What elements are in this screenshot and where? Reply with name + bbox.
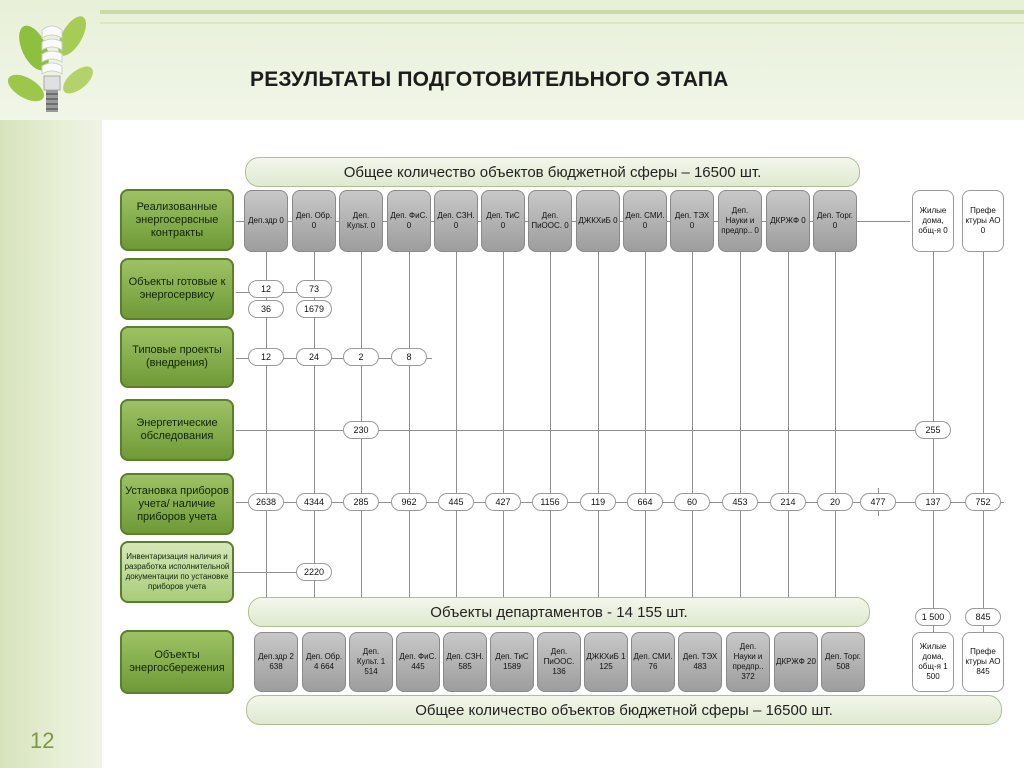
bottom-dept-7: ДЖКХиБ 1 125	[584, 632, 628, 692]
audit-0: 230	[343, 421, 379, 439]
dept-line-11	[788, 250, 789, 600]
meter-4: 445	[438, 493, 474, 511]
bottom-dept-5: Деп. ТиС 1589	[490, 632, 534, 692]
top-dept-11: ДКРЖФ 0	[766, 190, 810, 252]
row-label-2: Типовые проекты (внедрения)	[120, 326, 234, 388]
meter-0: 2638	[248, 493, 284, 511]
dept-line-1	[314, 250, 315, 600]
energy-bulb-icon	[8, 16, 93, 112]
bottom-dept-3: Деп. ФиС. 445	[396, 632, 440, 692]
bottom-dept-10: Деп. Науки и предпр.. 372	[726, 632, 770, 692]
top-dept-7: ДЖКХиБ 0	[576, 190, 620, 252]
bottom-dept-8: Деп. СМИ. 76	[631, 632, 675, 692]
audit-1: 255	[915, 421, 951, 439]
bottom-dept-2: Деп. Культ. 1 514	[349, 632, 393, 692]
meter-1: 4344	[296, 493, 332, 511]
bottom-dept-11: ДКРЖФ 20	[774, 632, 818, 692]
meter-13: 477	[860, 493, 896, 511]
top-dept-1: Деп. Обр. 0	[292, 190, 336, 252]
header-line	[100, 10, 1024, 14]
typical-0: 12	[248, 348, 284, 366]
right-mid-1: 845	[965, 608, 1001, 626]
bottom-bar: Общее количество объектов бюджетной сфер…	[246, 695, 1002, 725]
bottom-dept-12: Деп. Торг. 508	[821, 632, 865, 692]
dept-line-4	[456, 250, 457, 600]
bottom-dept-9: Деп. ТЭХ 483	[678, 632, 722, 692]
row-label-0: Реализованные энергосервсные контракты	[120, 189, 234, 251]
top-dept-0: Деп.здр 0	[244, 190, 288, 252]
top-dept-6: Деп. ПиООС. 0	[528, 190, 572, 252]
right-line-0	[933, 252, 934, 632]
meter-5: 427	[485, 493, 521, 511]
dept-line-8	[645, 250, 646, 600]
ready-b-0: 36	[248, 300, 284, 318]
top-dept-12: Деп. Торг. 0	[813, 190, 857, 252]
dept-line-7	[598, 250, 599, 600]
left-decor-band	[0, 0, 100, 768]
dept-line-0	[266, 250, 267, 600]
bottom-dept-4: Деп. СЗН. 585	[443, 632, 487, 692]
middle-bar: Объекты департаментов - 14 155 шт.	[248, 597, 870, 627]
bottom-right-0: Жилые дома, общ-я 1 500	[912, 632, 954, 692]
bottom-dept-6: Деп. ПиООС. 136	[537, 632, 581, 692]
typical-1: 24	[296, 348, 332, 366]
dept-line-5	[503, 250, 504, 600]
bottom-right-1: Префе ктуры АО 845	[962, 632, 1004, 692]
typical-3: 8	[391, 348, 427, 366]
top-right-connector	[858, 221, 910, 222]
top-dept-10: Деп. Науки и предпр.. 0	[718, 190, 762, 252]
meter-9: 60	[674, 493, 710, 511]
row-label-1: Объекты готовые к энергосервису	[120, 258, 234, 320]
dept-line-12	[835, 250, 836, 600]
meter-10: 453	[722, 493, 758, 511]
meter-8: 664	[627, 493, 663, 511]
typical-2: 2	[343, 348, 379, 366]
right-line-1	[983, 252, 984, 632]
page-number: 12	[30, 728, 55, 753]
row-connector-2	[236, 358, 432, 359]
row-label-4: Установка приборов учета/ наличие прибор…	[120, 473, 234, 535]
top-dept-3: Деп. ФиС. 0	[387, 190, 431, 252]
row-label-5: Инвентаризация наличия и разработка испо…	[120, 541, 234, 603]
top-dept-8: Деп. СМИ. 0	[623, 190, 667, 252]
meter-6: 1156	[532, 493, 568, 511]
meter-15: 752	[965, 493, 1001, 511]
row-label-3: Энергетические обследования	[120, 399, 234, 461]
top-right-1: Префе ктуры АО 0	[962, 190, 1004, 252]
top-dept-4: Деп. СЗН. 0	[434, 190, 478, 252]
header-line-thin	[100, 22, 1024, 24]
row-connector-3	[236, 430, 948, 431]
inventory-value: 2220	[296, 563, 332, 581]
ready-b-1: 1679	[296, 300, 332, 318]
top-bar: Общее количество объектов бюджетной сфер…	[245, 157, 860, 187]
page-title: РЕЗУЛЬТАТЫ ПОДГОТОВИТЕЛЬНОГО ЭТАПА	[250, 68, 729, 91]
ready-a-0: 12	[248, 280, 284, 298]
right-mid-0: 1 500	[915, 608, 951, 626]
meter-7: 119	[580, 493, 616, 511]
top-dept-2: Деп. Культ. 0	[339, 190, 383, 252]
row-label-6: Объекты энергосбережения	[120, 630, 234, 694]
inventory-connector	[234, 572, 314, 573]
row-connector-4	[236, 502, 1004, 503]
top-dept-5: Деп. ТиС 0	[481, 190, 525, 252]
bottom-dept-1: Деп. Обр. 4 664	[302, 632, 346, 692]
dept-line-3	[409, 250, 410, 600]
dept-line-9	[692, 250, 693, 600]
header-band	[0, 0, 1024, 120]
meter-3: 962	[391, 493, 427, 511]
ready-a-1: 73	[296, 280, 332, 298]
top-right-0: Жилые дома, общ-я 0	[912, 190, 954, 252]
dept-line-6	[550, 250, 551, 600]
meter-2: 285	[343, 493, 379, 511]
bottom-dept-0: Деп.здр 2 638	[254, 632, 298, 692]
top-dept-9: Деп. ТЭХ 0	[670, 190, 714, 252]
dept-line-10	[740, 250, 741, 600]
meter-12: 20	[817, 493, 853, 511]
meter-11: 214	[770, 493, 806, 511]
meter-14: 137	[915, 493, 951, 511]
